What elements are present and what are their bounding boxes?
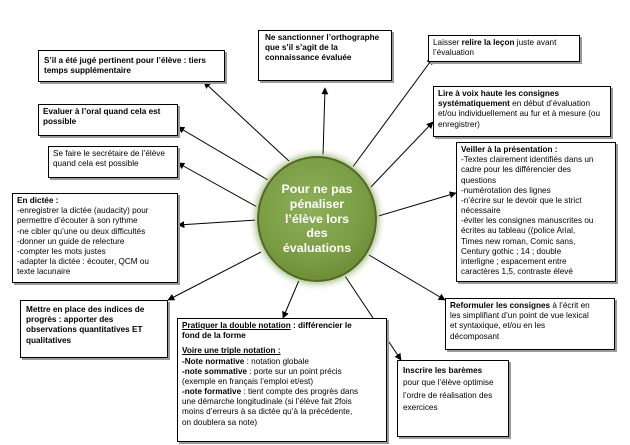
box-indices-progres: Mettre en place des indices de progrès :…: [20, 300, 168, 358]
tiers-temps-text: S’il a été jugé pertinent pour l’élève :…: [44, 56, 206, 76]
formative-text: : tient compte des progrès dans une déma…: [182, 387, 359, 427]
dictee-body: -enregistrer la dictée (audacity) pour p…: [17, 206, 149, 277]
box-baremes: Inscrire les barèmes pour que l’élève op…: [397, 360, 509, 437]
presentation-body: -Textes clairement identifiés dans un ca…: [461, 155, 594, 277]
lire-voix-bold: Lire à voix haute les consignes systémat…: [438, 89, 560, 109]
box-reformuler: Reformuler les consignes à l’écrit en le…: [445, 298, 615, 350]
box-tiers-temps: S’il a été jugé pertinent pour l’élève :…: [38, 50, 225, 82]
orthographe-text: Ne sanctionner l’orthographe que s’il s’…: [265, 33, 380, 63]
normative-text: : notation globale: [244, 356, 309, 366]
presentation-title: Veiller à la présentation :: [461, 145, 558, 154]
arrow-lire-voix: [367, 121, 434, 191]
relire-bold: relire la leçon: [461, 38, 515, 47]
arrow-orthographe: [321, 87, 329, 157]
box-double-notation: Pratiquer la double notation : différenc…: [177, 318, 387, 442]
arrow-tiers-temps: [203, 81, 291, 163]
arrow-oral: [177, 126, 269, 181]
relire-post: juste avant l’évaluation: [433, 38, 557, 58]
box-oral: Evaluer à l’oral quand cela est possible: [38, 104, 178, 136]
baremes-post: pour que l’élève optimise l’ordre de réa…: [403, 378, 494, 412]
oral-text: Evaluer à l’oral quand cela est possible: [43, 107, 161, 127]
arrow-reformuler: [368, 254, 446, 301]
baremes-bold: Inscrire les barèmes: [403, 366, 483, 375]
arrow-double-notation: [282, 277, 301, 319]
double-notation-rest: : différencier le fond de la forme: [182, 321, 352, 341]
sommative-label: -note sommative: [182, 366, 248, 376]
box-lire-voix-haute: Lire à voix haute les consignes systémat…: [433, 86, 611, 137]
lire-voix-post: en début d’évaluation et/ou individuelle…: [438, 99, 601, 129]
arrow-relire: [351, 57, 434, 169]
box-dictee: En dictée : -enregistrer la dictée (auda…: [12, 193, 178, 283]
reformuler-bold: Reformuler les consignes: [450, 301, 551, 310]
arrow-secretaire: [177, 162, 260, 209]
central-topic-label: Pour ne pas pénaliser l’élève lors des é…: [281, 182, 353, 255]
arrow-dictee: [177, 219, 258, 229]
indices-text: Mettre en place des indices de progrès :…: [26, 305, 145, 345]
triple-notation-title: Voire une triple notation :: [182, 346, 281, 356]
secretaire-text: Se faire le secrétaire de l’élève quand …: [53, 149, 165, 169]
central-topic: Pour ne pas pénaliser l’élève lors des é…: [257, 156, 377, 282]
box-presentation: Veiller à la présentation : -Textes clai…: [456, 142, 616, 282]
box-relire-lecon: Laisser relire la leçon juste avant l’év…: [428, 35, 580, 62]
box-orthographe: Ne sanctionner l’orthographe que s’il s’…: [258, 30, 392, 81]
relire-pre: Laisser: [433, 38, 462, 47]
arrow-presentation: [374, 191, 457, 218]
normative-label: -Note normative: [182, 356, 245, 366]
box-secretaire: Se faire le secrétaire de l’élève quand …: [48, 146, 178, 178]
sommative-text: : porte sur un point précis (exemple en …: [182, 366, 342, 386]
arrow-indices: [167, 251, 262, 301]
reformuler-post: à l’écrit en les simplifiant d’un point …: [450, 301, 590, 341]
formative-label: -note formative: [182, 387, 242, 397]
dictee-title: En dictée :: [17, 196, 59, 205]
double-notation-title: Pratiquer la double notation: [182, 321, 291, 330]
